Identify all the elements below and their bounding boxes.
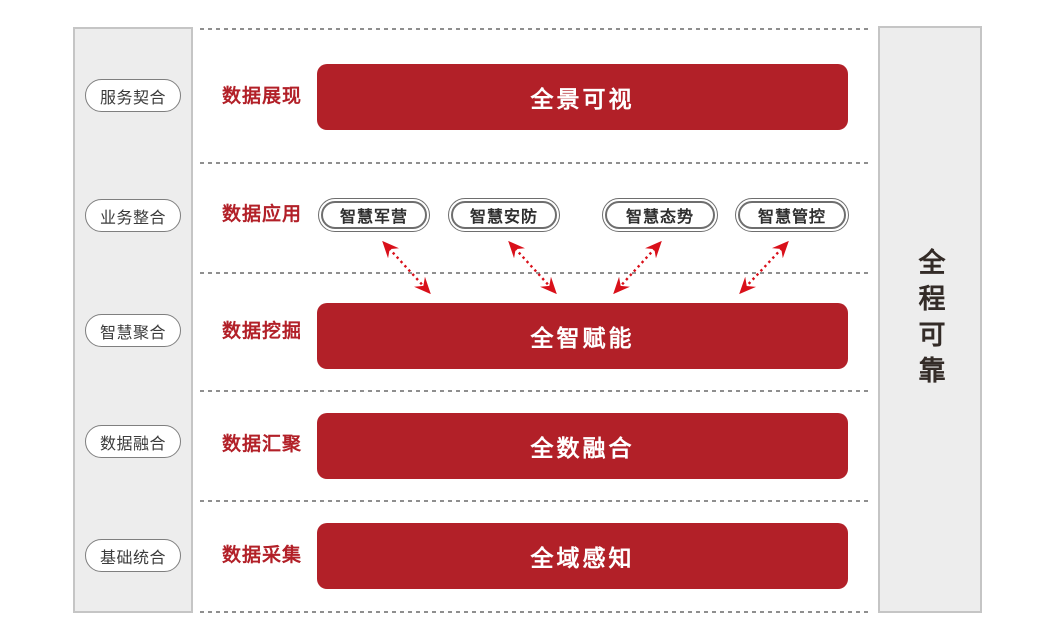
row-label-presentation: 数据展现 [222,86,303,107]
bar-aggregation: 全数融合 [317,413,848,479]
bidirectional-arrow [739,240,789,295]
capability-pill-label: 基础统合 [99,549,166,567]
capability-pill-3: 智慧聚合 [85,314,181,347]
capability-pill-label: 服务契合 [99,89,166,107]
app-pill-smart-camp: 智慧军营 [318,198,430,232]
row-divider [200,272,868,274]
app-pill-label: 智慧态势 [605,201,715,229]
row-label-application: 数据应用 [222,204,303,225]
row-divider [200,28,868,30]
left-capability-panel: 服务契合 业务整合 智慧聚合 数据融合 基础统合 [73,27,193,613]
app-pill-smart-situation: 智慧态势 [602,198,718,232]
capability-pill-1: 服务契合 [85,79,181,112]
bidirectional-arrow [508,240,557,295]
app-pill-smart-security: 智慧安防 [448,198,560,232]
bar-collection: 全域感知 [317,523,848,589]
bidirectional-arrow [613,240,662,295]
capability-pill-2: 业务整合 [85,199,181,232]
right-assurance-panel: 全程可靠 [878,26,982,613]
row-divider [200,611,868,613]
app-pill-label: 智慧管控 [738,201,846,229]
app-pill-smart-control: 智慧管控 [735,198,849,232]
capability-pill-5: 基础统合 [85,539,181,572]
capability-pill-label: 数据融合 [99,435,166,453]
vertical-label: 全程可靠 [914,247,945,392]
row-divider [200,162,868,164]
bar-mining: 全智赋能 [317,303,848,369]
bar-presentation: 全景可视 [317,64,848,130]
capability-pill-label: 智慧聚合 [99,324,166,342]
row-label-mining: 数据挖掘 [222,321,303,342]
capability-pill-4: 数据融合 [85,425,181,458]
bidirectional-arrow [382,240,431,295]
row-label-collection: 数据采集 [222,545,303,566]
capability-pill-label: 业务整合 [99,209,166,227]
app-pill-label: 智慧军营 [321,201,427,229]
row-divider [200,390,868,392]
row-label-aggregation: 数据汇聚 [222,434,303,455]
app-pill-label: 智慧安防 [451,201,557,229]
row-divider [200,500,868,502]
